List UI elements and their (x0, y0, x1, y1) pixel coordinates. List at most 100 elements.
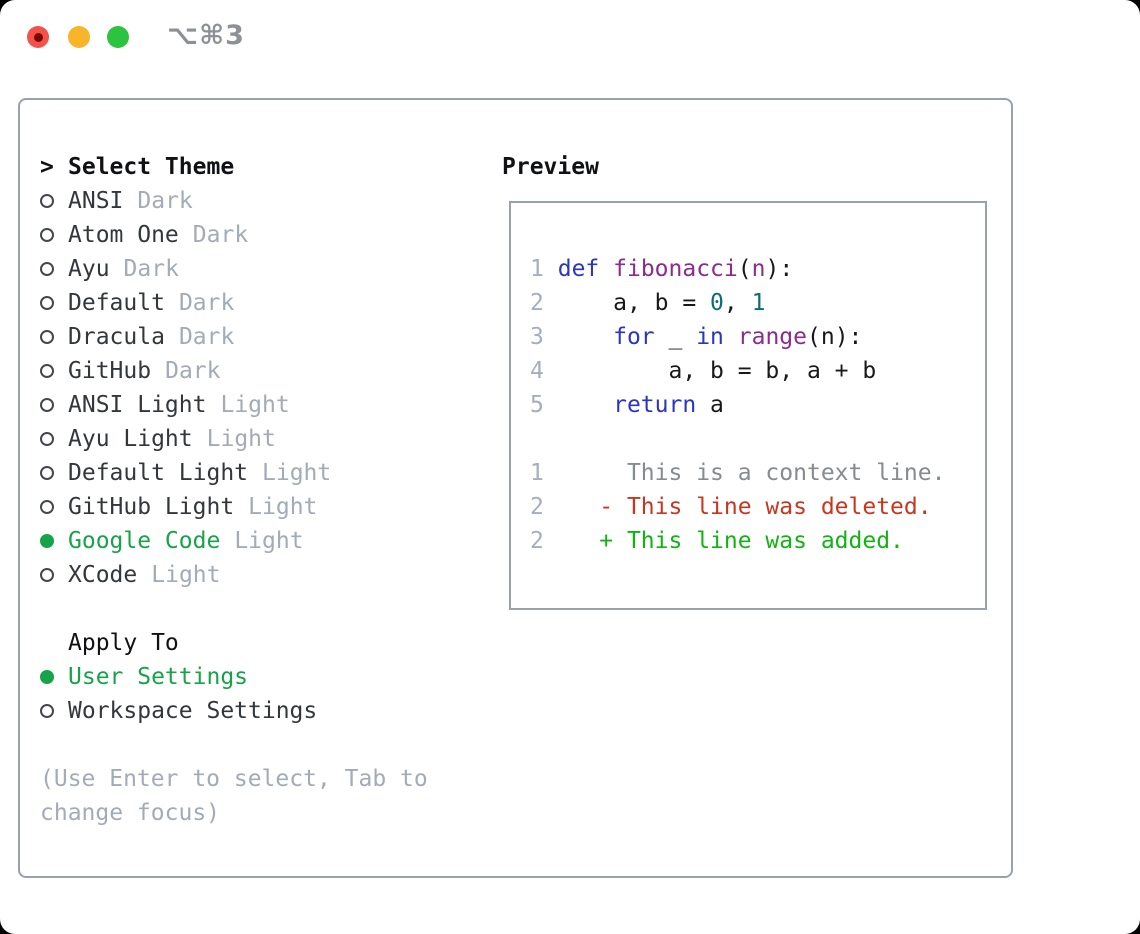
usage-hint-line1: (Use Enter to select, Tab to (40, 766, 428, 792)
radio-icon (40, 228, 54, 242)
preview-title: Preview (502, 154, 599, 180)
close-button[interactable] (27, 26, 49, 48)
apply-to-list: User Settings Workspace Settings (40, 660, 480, 728)
code-token-pl: a, b = b, a + b (557, 358, 877, 384)
code-token-pl: a (696, 392, 724, 418)
line-number: 3 (530, 324, 544, 350)
select-theme-header: >Select Theme (40, 150, 480, 184)
item-variant: Dark (192, 222, 249, 248)
code-token-pl: a, b = (557, 290, 711, 316)
keyboard-shortcut-label: ⌥⌘3 (167, 20, 245, 51)
item-label: User Settings (68, 664, 249, 690)
theme-item[interactable]: Ayu Dark (40, 252, 480, 286)
code-line: 2 a, b = 0, 1 (530, 286, 985, 320)
code-token-ctx: This is a context line. (557, 460, 946, 486)
usage-hint: (Use Enter to select, Tab to change focus… (40, 762, 480, 830)
apply-to-label: Apply To (68, 630, 179, 656)
radio-icon (40, 466, 54, 480)
theme-item[interactable]: Default Dark (40, 286, 480, 320)
usage-hint-line2: change focus) (40, 800, 221, 826)
code-line: 5 return a (530, 388, 985, 422)
code-token-lit: 0 (710, 290, 724, 316)
item-label: Default (68, 290, 165, 316)
titlebar: ⌥⌘3 (0, 0, 1140, 75)
item-label: Ayu Light (68, 426, 193, 452)
code-token-del: - This line was deleted. (599, 494, 932, 520)
radio-icon (40, 704, 54, 718)
spacer (40, 728, 480, 762)
code-token-pl (558, 324, 613, 350)
code-line (530, 422, 985, 456)
line-number: 2 (530, 494, 544, 520)
minimize-button[interactable] (68, 26, 90, 48)
code-token-lit: 1 (751, 290, 766, 316)
item-label: Workspace Settings (68, 698, 318, 724)
radio-icon (40, 262, 54, 276)
item-label: Google Code (68, 528, 221, 554)
radio-icon (40, 364, 54, 378)
line-number: 2 (530, 290, 544, 316)
radio-icon (40, 296, 54, 310)
code-token-fn: n (751, 256, 766, 282)
item-label: Default Light (68, 460, 249, 486)
code-token-pl (599, 256, 613, 282)
radio-icon (40, 398, 54, 412)
code-token-pl: , (723, 290, 752, 316)
code-token-kw: def (557, 256, 600, 282)
line-number: 5 (530, 392, 544, 418)
zoom-button[interactable] (107, 26, 129, 48)
item-variant: Light (262, 460, 332, 486)
theme-item[interactable]: ANSI Light Light (40, 388, 480, 422)
code-token-fn: fibonacci (613, 256, 738, 282)
apply-to-option[interactable]: User Settings (40, 660, 480, 694)
radio-icon (40, 432, 54, 446)
close-dot-icon (33, 32, 43, 42)
code-token-pl (558, 528, 600, 554)
item-variant: Dark (178, 324, 235, 350)
item-variant: Dark (137, 188, 193, 214)
radio-icon (40, 194, 54, 208)
item-variant: Light (151, 562, 221, 588)
code-token-add: + This line was added. (599, 528, 904, 554)
radio-icon (40, 534, 54, 548)
item-variant: Dark (123, 256, 179, 282)
item-label: XCode (68, 562, 138, 588)
code-token-pl: (n): (807, 324, 863, 350)
line-number: 4 (530, 358, 544, 384)
code-token-pl (724, 324, 738, 350)
item-label: Ayu (68, 256, 110, 282)
line-number: 1 (530, 460, 544, 486)
radio-icon (40, 568, 54, 582)
radio-icon (40, 670, 54, 684)
code-line: 2 - This line was deleted. (530, 490, 985, 524)
code-line: 1 This is a context line. (530, 456, 985, 490)
apply-to-option[interactable]: Workspace Settings (40, 694, 480, 728)
item-label: GitHub Light (68, 494, 235, 520)
item-label: ANSI Light (68, 392, 207, 418)
theme-item[interactable]: XCode Light (40, 558, 480, 592)
code-line: 4 a, b = b, a + b (530, 354, 985, 388)
item-variant: Dark (178, 290, 235, 316)
code-token-kw: for (613, 324, 655, 350)
item-variant: Light (220, 392, 290, 418)
spacer (40, 592, 480, 626)
code-token-pl: ): (765, 256, 794, 282)
code-token-kw: in (696, 324, 724, 350)
line-number: 2 (530, 528, 544, 554)
code-token-pl (558, 392, 613, 418)
theme-item[interactable]: Default Light Light (40, 456, 480, 490)
code-token-pl (558, 494, 600, 520)
